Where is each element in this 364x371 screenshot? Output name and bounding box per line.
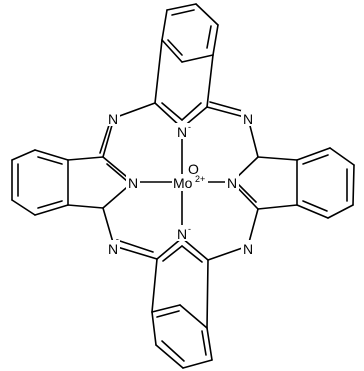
benzene-ring-left xyxy=(11,149,69,216)
pyrrole-ring-right xyxy=(231,156,298,210)
atom-n-pyrrole-right: N xyxy=(225,174,239,191)
atom-n-pyrrole-bottom: N - xyxy=(175,224,191,242)
atom-charge: - xyxy=(188,122,191,132)
pyrrole-ring-top xyxy=(154,39,214,129)
benzene-ring-right xyxy=(296,147,355,219)
atom-symbol: N xyxy=(177,226,187,242)
atom-symbol: N xyxy=(128,175,138,191)
atom-symbol: N xyxy=(227,175,237,191)
atom-n-bridge-top-left: N xyxy=(106,110,120,127)
atom-n-bridge-top-right: N xyxy=(241,110,255,127)
atom-symbol: N xyxy=(108,111,118,127)
atom-n-pyrrole-top: N - xyxy=(175,122,191,140)
atom-symbol: O xyxy=(188,161,199,177)
benzene-ring-bottom xyxy=(151,304,213,369)
atom-n-bridge-bottom-left: N xyxy=(106,240,120,257)
atom-n-bridge-bottom-right: N xyxy=(241,240,255,257)
atom-symbol: N xyxy=(177,124,187,140)
atom-metal: Mo 2+ xyxy=(172,174,208,191)
atom-charge: - xyxy=(188,224,191,234)
bond-layer xyxy=(11,3,355,369)
benzene-ring-top xyxy=(161,3,219,63)
atom-oxo: O xyxy=(186,161,199,177)
atom-symbol: Mo xyxy=(173,175,193,191)
pyrrole-ring-bottom xyxy=(151,237,209,329)
atom-symbol: N xyxy=(243,111,253,127)
atom-n-pyrrole-left: N xyxy=(126,174,140,191)
atom-charge: 2+ xyxy=(195,174,205,184)
atom-symbol: N xyxy=(108,241,118,257)
atom-symbol: N xyxy=(243,241,253,257)
atom-label-layer: N - N N N - N N N N xyxy=(106,110,255,257)
pyrrole-ring-left xyxy=(67,156,134,209)
